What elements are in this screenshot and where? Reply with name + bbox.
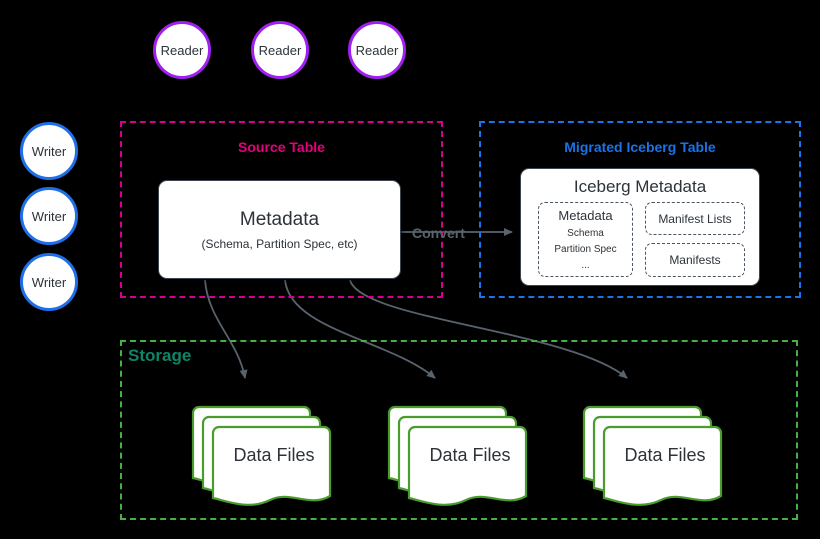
manifest-lists-label: Manifest Lists bbox=[658, 211, 732, 226]
reader-label: Reader bbox=[160, 42, 204, 58]
reader-label: Reader bbox=[258, 42, 302, 58]
manifests-box[interactable]: Manifests bbox=[645, 243, 745, 277]
manifest-lists-box[interactable]: Manifest Lists bbox=[645, 202, 745, 235]
source-table-group bbox=[120, 121, 443, 298]
source-metadata-title: Metadata bbox=[239, 209, 320, 230]
writer-label: Writer bbox=[31, 143, 67, 159]
storage-title: Storage bbox=[128, 346, 192, 365]
iceberg-metadata-inner-title: Metadata bbox=[558, 208, 613, 223]
reader-node-1[interactable]: Reader bbox=[153, 21, 211, 79]
iceberg-table-title: Migrated Iceberg Table bbox=[564, 139, 716, 155]
iceberg-metadata-title: Iceberg Metadata bbox=[573, 177, 707, 196]
reader-node-2[interactable]: Reader bbox=[251, 21, 309, 79]
reader-label: Reader bbox=[355, 42, 399, 58]
source-metadata-card[interactable]: Metadata (Schema, Partition Spec, etc) bbox=[158, 180, 401, 279]
manifests-label: Manifests bbox=[669, 253, 721, 267]
iceberg-metadata-line-partition-spec: Partition Spec bbox=[554, 244, 617, 255]
data-files-stack-3[interactable]: Data Files bbox=[582, 398, 729, 506]
writer-node-1[interactable]: Writer bbox=[20, 122, 78, 180]
data-files-stack-2[interactable]: Data Files bbox=[387, 398, 534, 506]
writer-label: Writer bbox=[31, 208, 67, 224]
iceberg-metadata-card[interactable]: Iceberg Metadata Metadata Schema Partiti… bbox=[520, 168, 760, 286]
writer-node-3[interactable]: Writer bbox=[20, 253, 78, 311]
writer-node-2[interactable]: Writer bbox=[20, 187, 78, 245]
iceberg-metadata-line-ellipsis: ... bbox=[581, 260, 590, 271]
data-files-stack-1[interactable]: Data Files bbox=[191, 398, 338, 506]
writer-label: Writer bbox=[31, 274, 67, 290]
iceberg-metadata-line-schema: Schema bbox=[567, 228, 604, 239]
reader-node-3[interactable]: Reader bbox=[348, 21, 406, 79]
storage-group bbox=[120, 340, 798, 520]
convert-label: Convert bbox=[412, 225, 465, 241]
source-table-title: Source Table bbox=[238, 139, 325, 155]
source-metadata-subtitle: (Schema, Partition Spec, etc) bbox=[201, 237, 358, 251]
iceberg-metadata-inner-box[interactable]: Metadata Schema Partition Spec ... bbox=[538, 202, 633, 277]
iceberg-table-group bbox=[479, 121, 801, 298]
